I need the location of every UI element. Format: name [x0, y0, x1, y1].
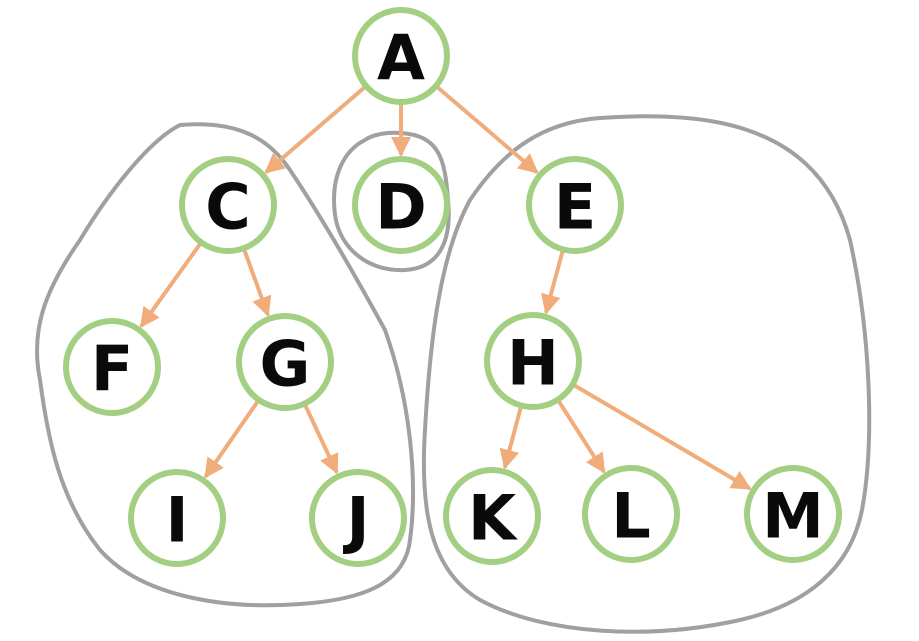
node-C: C [179, 156, 277, 254]
node-I: I [128, 469, 226, 567]
node-label-L: L [611, 480, 651, 553]
node-label-C: C [205, 171, 251, 244]
group-outline-left [35, 122, 415, 608]
node-G: G [236, 313, 334, 411]
node-circle-I [128, 469, 226, 567]
edge-A-E [436, 85, 539, 174]
node-D: D [352, 156, 450, 254]
node-L: L [582, 465, 680, 563]
node-label-H: H [507, 327, 559, 400]
node-circle-E [526, 156, 624, 254]
node-J: J [309, 469, 407, 567]
node-label-D: D [375, 171, 426, 244]
node-label-G: G [260, 328, 311, 401]
node-circle-D [352, 156, 450, 254]
node-circle-C [179, 156, 277, 254]
edge-A-C [264, 85, 366, 174]
group-outline-right [421, 114, 872, 634]
node-label-I: I [165, 484, 188, 557]
edges [139, 85, 752, 491]
node-H: H [484, 312, 582, 410]
node-label-E: E [554, 171, 596, 244]
node-label-K: K [468, 482, 518, 555]
node-circle-L [582, 465, 680, 563]
node-circle-A [352, 7, 450, 105]
node-circle-J [309, 469, 407, 567]
node-F: F [63, 318, 161, 416]
node-label-M: M [762, 480, 824, 553]
edge-G-J [303, 404, 339, 475]
node-label-F: F [91, 333, 133, 406]
node-circle-H [484, 312, 582, 410]
node-label-A: A [377, 22, 425, 95]
node-circle-K [443, 467, 541, 565]
edge-H-K [499, 406, 523, 470]
node-circle-M [744, 465, 842, 563]
node-E: E [526, 156, 624, 254]
node-M: M [744, 465, 842, 563]
node-A: A [352, 7, 450, 105]
nodes: A C D E F G H I J K L M [63, 7, 842, 567]
edge-C-F [139, 242, 202, 328]
edge-E-H [541, 250, 565, 315]
edge-H-M [573, 383, 752, 491]
edge-H-L [557, 400, 606, 474]
edge-G-I [203, 400, 260, 479]
node-circle-G [236, 313, 334, 411]
edge-C-G [242, 249, 272, 317]
node-label-J: J [342, 484, 369, 557]
node-circle-F [63, 318, 161, 416]
node-K: K [443, 467, 541, 565]
